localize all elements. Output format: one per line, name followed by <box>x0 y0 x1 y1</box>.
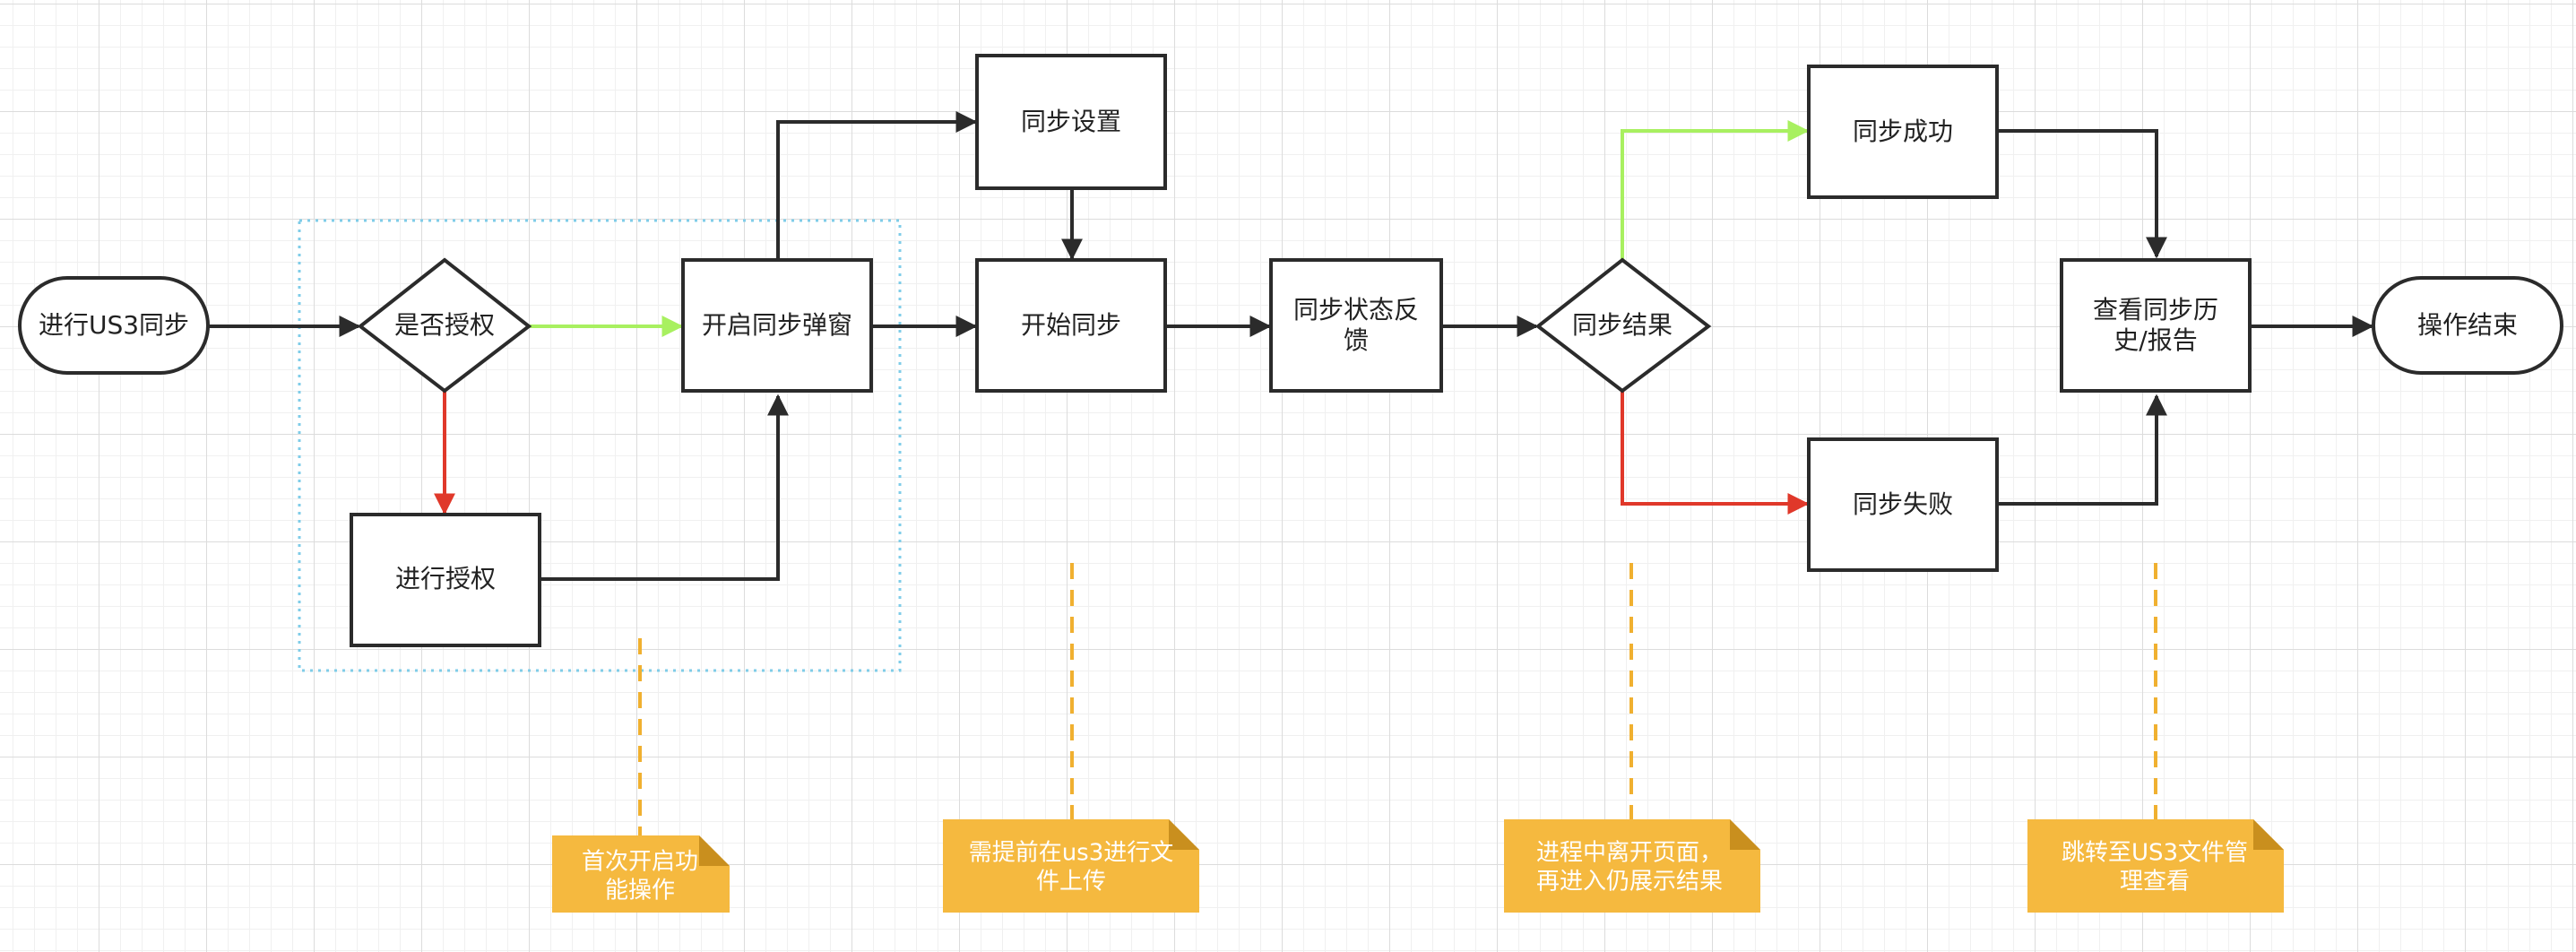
sync-settings-label: 同步设置 <box>1021 107 1121 136</box>
note-jump-manage-line-1: 跳转至US3文件管 <box>2062 840 2248 867</box>
decision-sync-result-label: 同步结果 <box>1572 310 1673 340</box>
decision-sync-result-diamond <box>1534 257 1712 394</box>
edge-authorize-to-popup <box>540 394 789 581</box>
authorize-box <box>350 513 541 647</box>
decision-authorized-label: 是否授权 <box>394 310 495 340</box>
view-history-label-2: 史/报告 <box>2114 325 2197 355</box>
end-label: 操作结束 <box>2417 310 2518 340</box>
note-first-open-line-1: 首次开启功 <box>582 849 698 876</box>
note-prerequisite-line-2: 件上传 <box>1036 869 1106 896</box>
edge-success-to-history <box>1997 129 2167 259</box>
sync-status-feedback-label-1: 同步状态反 <box>1293 295 1419 325</box>
sync-settings-box <box>975 54 1167 190</box>
view-history-box <box>2060 258 2252 393</box>
edge-result-failed <box>1621 391 1810 515</box>
sync-failed-label: 同步失败 <box>1853 489 1953 519</box>
sync-status-feedback-box <box>1269 258 1443 393</box>
edge-result-success <box>1621 120 1810 260</box>
sync-failed-box <box>1807 437 1999 572</box>
view-history-label-1: 查看同步历 <box>2093 295 2218 325</box>
note-leave-page: 进程中离开页面， 再进入仍展示结果 <box>1504 819 1760 913</box>
note-first-open: 首次开启功 能操作 <box>552 835 730 913</box>
start-terminal <box>18 276 210 375</box>
note-jump-manage-line-2: 理查看 <box>2120 869 2190 896</box>
sync-success-box <box>1807 65 1999 199</box>
note-first-open-line-2: 能操作 <box>605 878 675 904</box>
edge-popup-to-settings <box>776 111 978 260</box>
note-prerequisite: 需提前在us3进行文 件上传 <box>943 819 1199 913</box>
first-time-group <box>298 219 902 672</box>
note-leave-page-line-1: 进程中离开页面， <box>1536 840 1723 867</box>
note-leave-page-line-2: 再进入仍展示结果 <box>1536 869 1723 896</box>
decision-authorized-diamond <box>357 257 532 394</box>
start-sync-label: 开始同步 <box>1021 310 1121 340</box>
authorize-label: 进行授权 <box>395 564 496 593</box>
start-sync-box <box>975 258 1167 393</box>
open-sync-popup-box <box>681 258 873 393</box>
open-sync-popup-label: 开启同步弹窗 <box>702 310 852 340</box>
edge-failed-to-history <box>1997 394 2167 506</box>
sync-success-label: 同步成功 <box>1853 117 1953 146</box>
start-label: 进行US3同步 <box>39 310 189 340</box>
note-jump-manage: 跳转至US3文件管 理查看 <box>2027 819 2284 913</box>
sync-status-feedback-label-2: 馈 <box>1344 325 1369 355</box>
note-prerequisite-line-1: 需提前在us3进行文 <box>969 840 1174 867</box>
end-terminal <box>2372 276 2563 375</box>
